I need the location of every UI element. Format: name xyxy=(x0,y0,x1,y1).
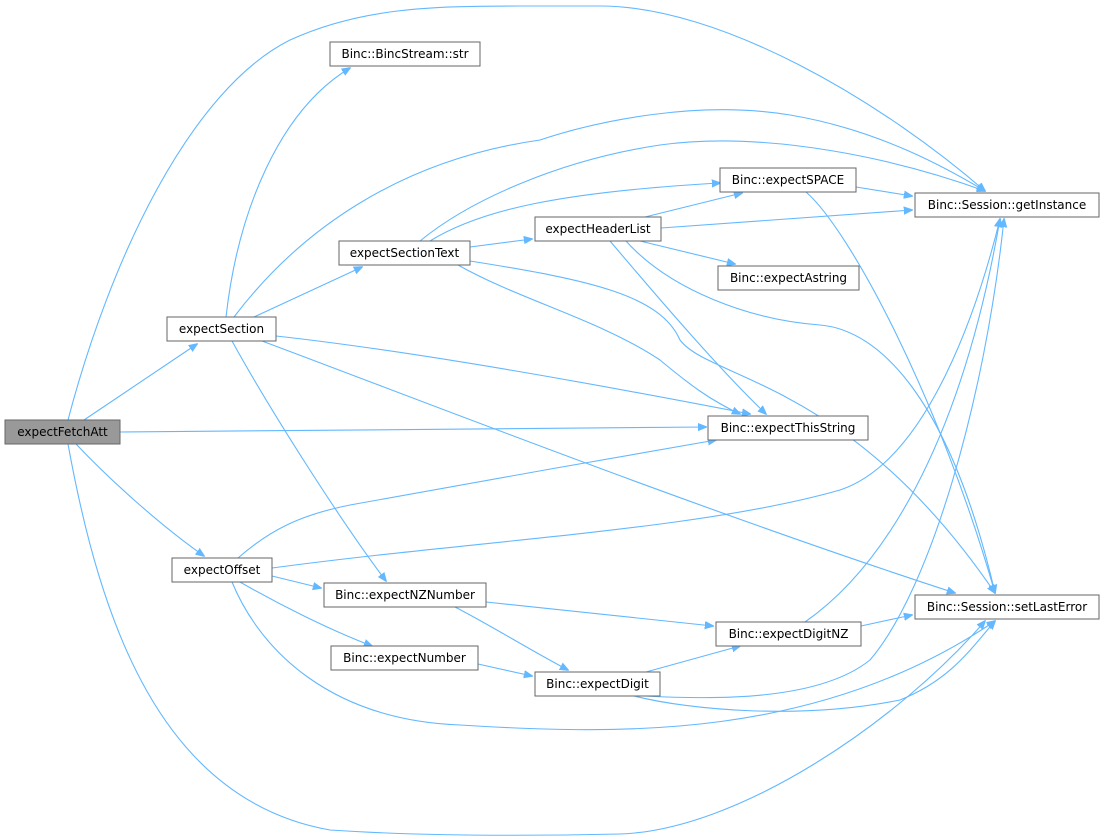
node-expectSection[interactable]: expectSection xyxy=(166,316,277,342)
edges-layer xyxy=(67,5,1004,836)
edge-expectDigit-to-getInstance xyxy=(644,219,1004,699)
node-label: Binc::expectNZNumber xyxy=(335,588,475,602)
node-label: expectSection xyxy=(179,322,264,336)
node-label: Binc::expectNumber xyxy=(343,651,466,665)
node-label: Binc::Session::getInstance xyxy=(928,198,1086,212)
edge-expectFetchAtt-to-expectSection xyxy=(83,344,197,421)
edge-expectDigit-to-expectDigitNZ xyxy=(645,646,740,673)
edge-expectSection-to-getInstance xyxy=(233,109,985,318)
node-box xyxy=(719,167,857,193)
node-expectHeaderList[interactable]: expectHeaderList xyxy=(534,216,662,242)
node-label: Binc::expectDigitNZ xyxy=(729,627,849,641)
node-box xyxy=(914,594,1100,620)
node-label: Binc::expectDigit xyxy=(546,677,649,691)
node-label: expectHeaderList xyxy=(545,222,651,236)
edge-expectSectionText-to-expectHeaderList xyxy=(469,239,532,248)
node-expectOffset[interactable]: expectOffset xyxy=(171,557,273,583)
edge-expectSection-to-expectSectionText xyxy=(253,267,362,318)
node-box xyxy=(330,645,479,671)
edge-expectSPACE-to-getInstance xyxy=(855,186,912,196)
node-expectSectionText[interactable]: expectSectionText xyxy=(338,240,471,266)
node-expectDigitNZ[interactable]: Binc::expectDigitNZ xyxy=(715,621,862,647)
edge-expectSPACE-to-setLastError xyxy=(805,191,995,593)
node-expectNumber[interactable]: Binc::expectNumber xyxy=(330,645,479,671)
node-label: expectOffset xyxy=(184,563,261,577)
edge-expectHeaderList-to-getInstance xyxy=(660,210,912,229)
edge-expectSectionText-to-expectThisString xyxy=(457,264,740,414)
edge-expectSection-to-setLastError xyxy=(261,340,955,593)
edge-expectFetchAtt-to-getInstance xyxy=(67,5,985,421)
edge-expectHeaderList-to-expectAstring xyxy=(639,240,735,264)
edge-expectFetchAtt-to-setLastError xyxy=(67,443,985,836)
edge-expectSectionText-to-getInstance xyxy=(419,140,985,242)
node-expectThisString[interactable]: Binc::expectThisString xyxy=(707,415,869,441)
edge-expectDigit-to-setLastError xyxy=(633,621,995,712)
edge-expectSection-to-str xyxy=(225,68,350,318)
node-expectDigit[interactable]: Binc::expectDigit xyxy=(534,671,661,697)
node-box xyxy=(323,582,487,608)
node-setLastError[interactable]: Binc::Session::setLastError xyxy=(914,594,1100,620)
node-label: Binc::Session::setLastError xyxy=(927,600,1087,614)
edge-expectDigitNZ-to-getInstance xyxy=(804,219,1000,623)
node-expectFetchAtt[interactable]: expectFetchAtt xyxy=(4,419,121,445)
node-box xyxy=(166,316,277,342)
node-expectAstring[interactable]: Binc::expectAstring xyxy=(717,265,860,291)
node-box xyxy=(534,671,661,697)
node-label: Binc::BincStream::str xyxy=(341,47,468,61)
node-label: Binc::expectAstring xyxy=(730,271,847,285)
node-expectSPACE[interactable]: Binc::expectSPACE xyxy=(719,167,857,193)
node-box xyxy=(715,621,862,647)
nodes-layer: expectFetchAttexpectSectionexpectOffsetB… xyxy=(4,41,1100,697)
edge-expectNumber-to-expectDigit xyxy=(477,663,532,676)
node-box xyxy=(338,240,471,266)
edge-expectOffset-to-setLastError xyxy=(231,581,995,731)
node-box xyxy=(914,192,1100,218)
edge-expectDigitNZ-to-setLastError xyxy=(860,615,912,627)
node-label: expectFetchAtt xyxy=(17,425,108,439)
edge-expectSectionText-to-expectSPACE xyxy=(429,183,720,242)
edge-expectOffset-to-expectNumber xyxy=(239,581,372,646)
edge-expectOffset-to-expectThisString xyxy=(237,440,716,559)
node-label: Binc::expectThisString xyxy=(721,421,856,435)
node-box xyxy=(707,415,869,441)
edge-expectOffset-to-getInstance xyxy=(271,219,1000,569)
node-box xyxy=(171,557,273,583)
edge-expectHeaderList-to-setLastError xyxy=(625,240,995,593)
edge-expectHeaderList-to-expectThisString xyxy=(609,240,766,414)
edge-expectSectionText-to-setLastError xyxy=(469,260,995,593)
node-box xyxy=(4,419,121,445)
edge-expectFetchAtt-to-expectThisString xyxy=(119,427,706,433)
node-box xyxy=(329,41,481,67)
node-str[interactable]: Binc::BincStream::str xyxy=(329,41,481,67)
edge-expectNZNumber-to-expectDigit xyxy=(454,606,568,670)
edge-expectSection-to-expectNZNumber xyxy=(231,340,386,581)
node-label: expectSectionText xyxy=(350,246,460,260)
edge-expectNZNumber-to-expectDigitNZ xyxy=(485,601,713,626)
edge-expectFetchAtt-to-expectOffset xyxy=(75,443,204,556)
node-expectNZNumber[interactable]: Binc::expectNZNumber xyxy=(323,582,487,608)
edge-expectOffset-to-expectNZNumber xyxy=(271,575,321,588)
node-box xyxy=(534,216,662,242)
node-label: Binc::expectSPACE xyxy=(732,173,844,187)
node-box xyxy=(717,265,860,291)
edge-expectHeaderList-to-expectSPACE xyxy=(644,193,742,218)
edge-expectSection-to-expectThisString xyxy=(275,335,750,414)
node-getInstance[interactable]: Binc::Session::getInstance xyxy=(914,192,1100,218)
